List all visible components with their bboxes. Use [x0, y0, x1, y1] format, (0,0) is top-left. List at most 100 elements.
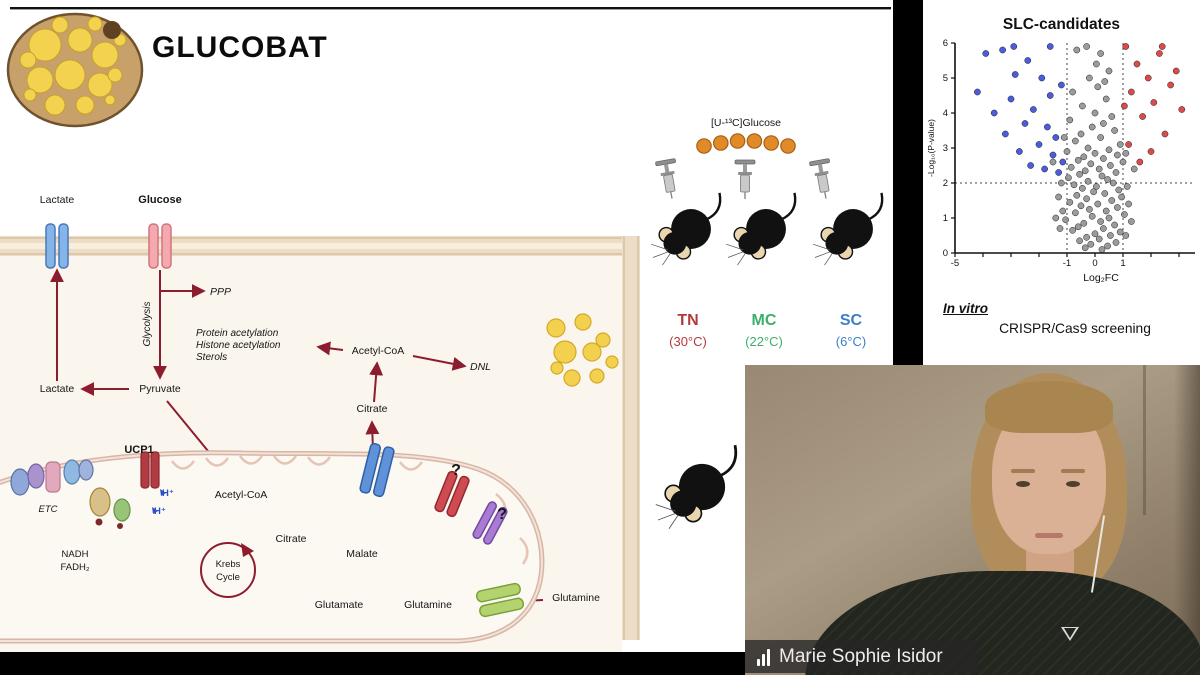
point-gray: [1058, 179, 1065, 187]
pyruvate-label: Pyruvate: [139, 383, 181, 395]
volcano-title: SLC-candidates: [1002, 16, 1121, 33]
point-gray: [1114, 151, 1121, 159]
point-gray: [1063, 148, 1071, 155]
y-tick-label: 6: [943, 38, 948, 49]
x-tick-label: 0: [1092, 258, 1097, 269]
point-blue: [1016, 148, 1023, 155]
ucp1-label: UCP1: [124, 444, 153, 456]
point-red: [1150, 99, 1158, 106]
presenter-eyebrow: [1061, 469, 1085, 473]
point-gray: [1059, 207, 1067, 215]
x-tick-label: -1: [1063, 258, 1071, 269]
glucobat-diagram: GLUCOBAT: [0, 7, 891, 652]
crispr-screening-label: CRISPR/Cas9 screening: [999, 321, 1151, 336]
syringe-icon: [654, 157, 683, 202]
point-gray: [1072, 137, 1079, 145]
lipid-droplets-icon: [546, 313, 619, 387]
point-gray: [1081, 244, 1089, 252]
scatter-points: [974, 43, 1186, 253]
point-gray: [1122, 149, 1130, 157]
group-tn-label: TN: [677, 312, 698, 329]
point-gray: [1070, 181, 1078, 189]
glutamine-transporter-icon: [475, 582, 525, 618]
cristae: [170, 455, 529, 565]
point-gray: [1076, 170, 1083, 178]
point-gray: [1086, 74, 1093, 82]
glucose-label: Glucose: [138, 194, 181, 206]
point-gray: [1121, 211, 1128, 218]
glutamine-out-label: Glutamine: [552, 592, 600, 604]
webcam-video-tile[interactable]: Marie Sophie Isidor: [745, 365, 1200, 675]
point-blue: [1055, 169, 1062, 176]
point-gray: [1105, 146, 1113, 154]
point-gray: [1130, 165, 1138, 173]
necklace-pendant: [1061, 627, 1079, 641]
point-gray: [1091, 149, 1099, 157]
point-gray: [1119, 158, 1127, 166]
point-blue: [990, 109, 998, 117]
point-gray: [1095, 165, 1103, 173]
point-gray: [1080, 219, 1088, 227]
participant-name-bar: Marie Sophie Isidor: [745, 640, 979, 673]
point-gray: [1100, 155, 1107, 162]
question-mark-label: ?: [451, 462, 461, 479]
mouse-icon: [649, 191, 722, 267]
point-gray: [1083, 233, 1090, 241]
krebs-label-line1: Krebs: [216, 559, 241, 570]
point-gray: [1105, 214, 1113, 222]
point-red: [1121, 102, 1128, 110]
point-blue: [1027, 162, 1034, 169]
point-gray: [1116, 228, 1124, 236]
mitochondrion-illustration: [0, 450, 545, 644]
point-blue: [974, 88, 981, 96]
presenter-eyebrow: [1011, 469, 1035, 473]
point-gray: [1097, 218, 1104, 225]
presenter-eye: [1016, 481, 1030, 487]
atp-synthase-icon: [89, 487, 131, 529]
glucose-transporter-icon: [148, 223, 172, 269]
point-gray: [1102, 207, 1110, 215]
point-gray: [1105, 67, 1113, 75]
slide-top-border: [10, 7, 891, 10]
y-tick-label: 5: [943, 73, 948, 84]
point-gray: [1101, 190, 1109, 197]
point-gray: [1112, 169, 1120, 176]
in-vitro-label: In vitro: [943, 301, 989, 316]
point-blue: [1035, 141, 1043, 148]
point-blue: [1049, 151, 1057, 159]
group-sc-label: SC: [840, 312, 863, 329]
point-red: [1139, 113, 1146, 120]
point-gray: [1104, 242, 1111, 250]
point-gray: [1074, 223, 1082, 231]
y-tick-label: 3: [943, 143, 948, 154]
point-blue: [1030, 106, 1037, 113]
point-blue: [1052, 134, 1060, 141]
lactate-low-label: Lactate: [40, 383, 75, 395]
point-gray: [1087, 160, 1095, 168]
lactate-top-label: Lactate: [40, 194, 75, 206]
point-gray: [1115, 186, 1123, 194]
point-blue: [1038, 74, 1046, 82]
point-gray: [1112, 239, 1120, 246]
point-gray: [1123, 183, 1131, 190]
point-blue: [982, 50, 990, 57]
point-gray: [1060, 134, 1068, 141]
threshold-lines: [955, 43, 1195, 253]
point-gray: [1065, 174, 1072, 182]
point-gray: [1084, 144, 1092, 152]
point-gray: [1116, 141, 1124, 148]
unknown-transporter-purple-icon: [472, 501, 508, 545]
point-gray: [1055, 193, 1062, 201]
fadh2-label: FADH₂: [60, 562, 89, 573]
shared-slide: GLUCOBAT: [0, 0, 893, 652]
adipocyte-illustration-icon: [6, 12, 144, 128]
point-gray: [1102, 95, 1110, 103]
point-gray: [1076, 237, 1083, 245]
point-gray: [1097, 134, 1104, 141]
point-red: [1178, 106, 1186, 113]
glycolysis-label: Glycolysis: [142, 301, 153, 346]
y-tick-label: 1: [943, 213, 948, 224]
point-gray: [1080, 153, 1088, 161]
proton-arrow-icon: [152, 507, 158, 514]
